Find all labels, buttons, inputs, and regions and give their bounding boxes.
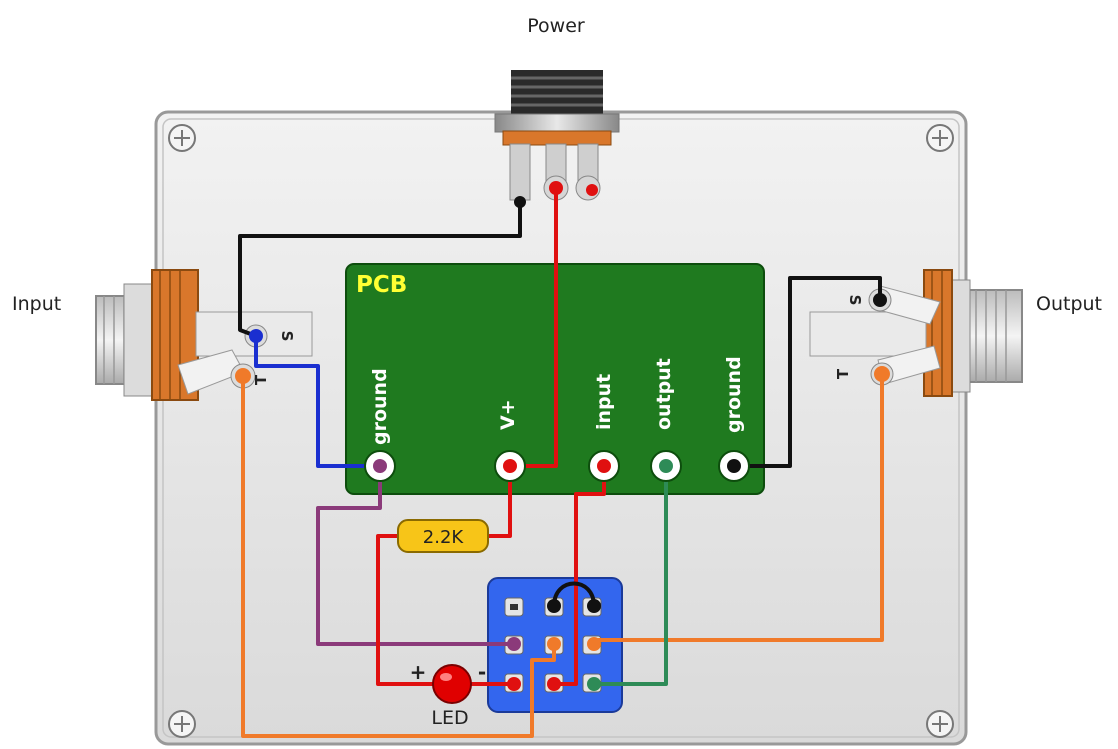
wire-black-switch-jumper [552, 581, 596, 608]
led-label: LED [431, 707, 468, 729]
screw-icon [926, 710, 954, 738]
wire-red-resistor-led [376, 534, 438, 686]
wire-red-input-switch [552, 464, 606, 686]
output-jack: S T [809, 269, 1023, 397]
wire-purple-ground-switch [316, 464, 516, 646]
pcb-label: PCB [356, 272, 407, 298]
pcb-pad-label: ground [723, 356, 745, 433]
led-plus-label: + [410, 660, 427, 684]
screw-icon [926, 124, 954, 152]
output-tip-label: T [834, 368, 852, 379]
pcb-pad [718, 450, 750, 482]
wire-orange-output-tip [592, 372, 884, 642]
power-label: Power [527, 15, 585, 37]
wire-green-output-switch [592, 464, 668, 686]
input-sleeve-label: S [278, 331, 296, 342]
pcb-pad-label: input [593, 374, 615, 430]
resistor-label: 2.2K [423, 527, 465, 548]
resistor: 2.2K [397, 519, 489, 553]
pcb-pad-label: V+ [497, 399, 519, 430]
screw-icon [168, 710, 196, 738]
pcb-pad [588, 450, 620, 482]
wire-blue-input-sleeve [254, 334, 382, 468]
wire-red-vplus-resistor [484, 464, 512, 538]
output-label: Output [1036, 293, 1102, 315]
pcb-pad [650, 450, 682, 482]
led-minus-label: - [478, 660, 486, 684]
led [432, 664, 472, 704]
pcb-pad-label: output [653, 358, 675, 430]
pcb-pad [494, 450, 526, 482]
wire-black-power-ground [238, 198, 522, 338]
wire-black-output-sleeve [732, 276, 882, 468]
pcb-pad [364, 450, 396, 482]
pcb-pad-label: ground [369, 368, 391, 445]
input-label: Input [12, 293, 61, 315]
input-tip-label: T [252, 374, 270, 385]
dc-power-jack [494, 70, 620, 201]
input-jack: S T [95, 269, 313, 401]
screw-icon [168, 124, 196, 152]
output-sleeve-label: S [846, 295, 864, 306]
wire-orange-input-tip [241, 374, 556, 738]
